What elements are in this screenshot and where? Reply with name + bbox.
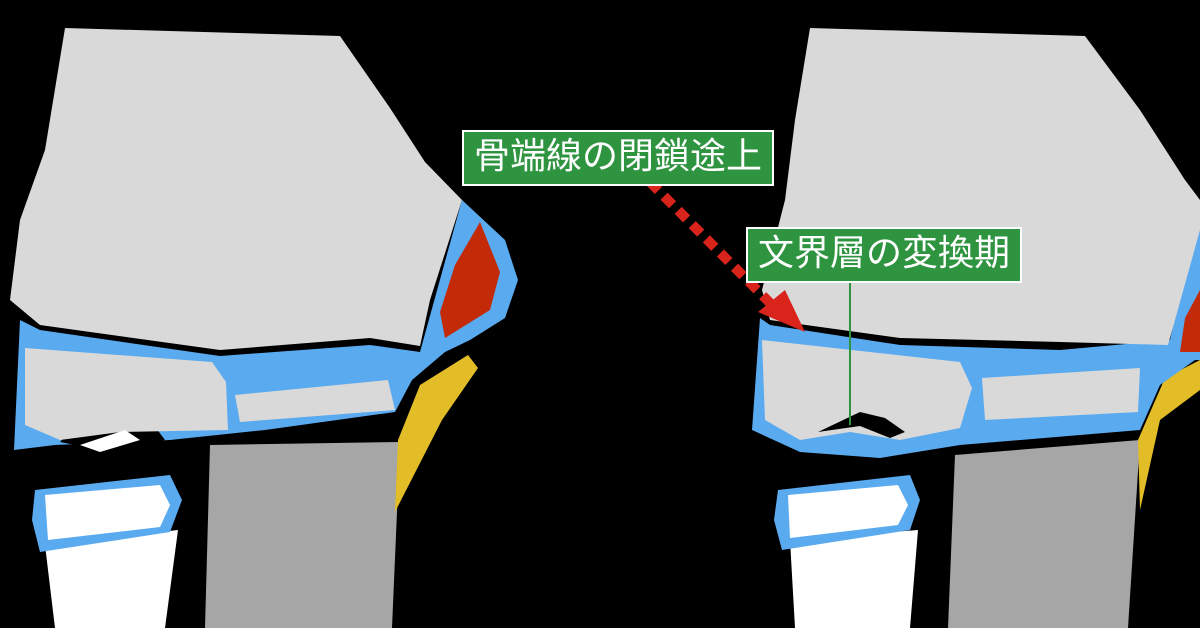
- left-red-muscle: [440, 222, 500, 338]
- left-tibial-plateau: [45, 485, 170, 540]
- right-growth-line: [818, 412, 905, 438]
- closure-arrow-head: [758, 290, 805, 332]
- right-tibial-plateau: [788, 485, 908, 538]
- left-fibula: [45, 530, 178, 628]
- right-epiphysis-right: [982, 368, 1140, 420]
- transition-phase-label: 文界層の変換期: [746, 227, 1023, 283]
- left-epiphysis-left: [25, 348, 228, 440]
- closure-arrow-line: [646, 178, 779, 312]
- right-red-muscle: [1180, 290, 1200, 352]
- right-knee: [752, 28, 1200, 628]
- right-fibula: [790, 530, 918, 628]
- left-tibia-shaft: [205, 442, 400, 628]
- left-yellow-ligament: [395, 355, 478, 512]
- right-epiphysis-left: [762, 340, 972, 440]
- left-knee: [10, 28, 518, 628]
- growth-plate-closing-label: 骨端線の閉鎖途上: [462, 130, 775, 186]
- left-epiphysis-right: [235, 380, 395, 422]
- left-femur: [10, 28, 462, 350]
- left-epiphysis-white: [80, 430, 140, 452]
- right-yellow-ligament: [1138, 360, 1200, 510]
- right-tibia-shaft: [948, 440, 1140, 628]
- right-femur: [762, 28, 1200, 345]
